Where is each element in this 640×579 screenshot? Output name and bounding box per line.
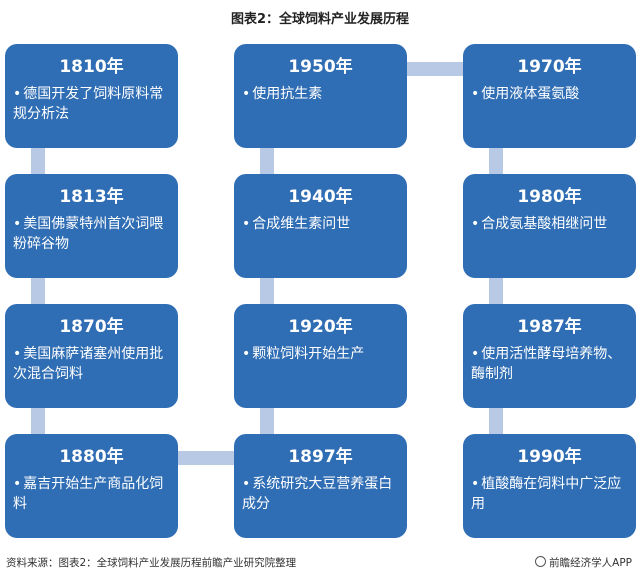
- card-description: 颗粒饲料开始生产: [242, 344, 399, 364]
- timeline-card-1940: 1940年 合成维生素问世: [234, 174, 407, 278]
- card-year: 1990年: [517, 447, 582, 467]
- card-description: 合成氨基酸相继问世: [471, 214, 628, 234]
- brand-footer: 前瞻经济学人APP: [535, 555, 632, 570]
- card-description: 系统研究大豆营养蛋白成分: [242, 474, 399, 514]
- card-year: 1880年: [59, 447, 124, 467]
- timeline-card-1870: 1870年 美国麻萨诸塞州使用批次混合饲料: [5, 304, 178, 408]
- connector: [31, 278, 45, 306]
- connector: [489, 278, 503, 306]
- timeline-card-1950: 1950年 使用抗生素: [234, 44, 407, 148]
- card-description: 植酸酶在饲料中广泛应用: [471, 474, 628, 514]
- timeline-card-1990: 1990年 植酸酶在饲料中广泛应用: [463, 434, 636, 538]
- chart-title: 图表2：全球饲料产业发展历程: [230, 12, 410, 27]
- card-year: 1980年: [517, 187, 582, 207]
- card-year: 1813年: [59, 187, 124, 207]
- source-note: 资料来源：图表2：全球饲料产业发展历程前瞻产业研究院整理: [6, 557, 297, 569]
- card-year: 1940年: [288, 187, 353, 207]
- timeline-card-1880: 1880年 嘉吉开始生产商品化饲料: [5, 434, 178, 538]
- connector: [260, 148, 274, 176]
- timeline-card-1897: 1897年 系统研究大豆营养蛋白成分: [234, 434, 407, 538]
- timeline-card-1810: 1810年 德国开发了饲料原料常规分析法: [5, 44, 178, 148]
- card-year: 1987年: [517, 317, 582, 337]
- connector: [31, 408, 45, 436]
- connector: [178, 451, 234, 465]
- connector: [260, 278, 274, 306]
- timeline-card-1813: 1813年 美国佛蒙特州首次词喂粉碎谷物: [5, 174, 178, 278]
- card-description: 德国开发了饲料原料常规分析法: [13, 84, 170, 124]
- card-description: 嘉吉开始生产商品化饲料: [13, 474, 170, 514]
- card-year: 1870年: [59, 317, 124, 337]
- card-description: 使用抗生素: [242, 84, 399, 104]
- brand-name: 前瞻经济学人APP: [549, 557, 632, 569]
- card-year: 1810年: [59, 57, 124, 77]
- brand-logo-icon: [535, 556, 547, 567]
- card-year: 1920年: [288, 317, 353, 337]
- card-description: 使用活性酵母培养物、酶制剂: [471, 344, 628, 384]
- card-year: 1970年: [517, 57, 582, 77]
- timeline-card-1987: 1987年 使用活性酵母培养物、酶制剂: [463, 304, 636, 408]
- connector: [407, 62, 463, 76]
- card-description: 美国佛蒙特州首次词喂粉碎谷物: [13, 214, 170, 254]
- connector: [260, 408, 274, 436]
- card-description: 美国麻萨诸塞州使用批次混合饲料: [13, 344, 170, 384]
- connector: [489, 408, 503, 436]
- card-description: 使用液体蛋氨酸: [471, 84, 628, 104]
- timeline-card-1970: 1970年 使用液体蛋氨酸: [463, 44, 636, 148]
- connector: [31, 148, 45, 176]
- connector: [489, 148, 503, 176]
- timeline-card-1920: 1920年 颗粒饲料开始生产: [234, 304, 407, 408]
- card-year: 1950年: [288, 57, 353, 77]
- timeline-card-1980: 1980年 合成氨基酸相继问世: [463, 174, 636, 278]
- card-year: 1897年: [288, 447, 353, 467]
- card-description: 合成维生素问世: [242, 214, 399, 234]
